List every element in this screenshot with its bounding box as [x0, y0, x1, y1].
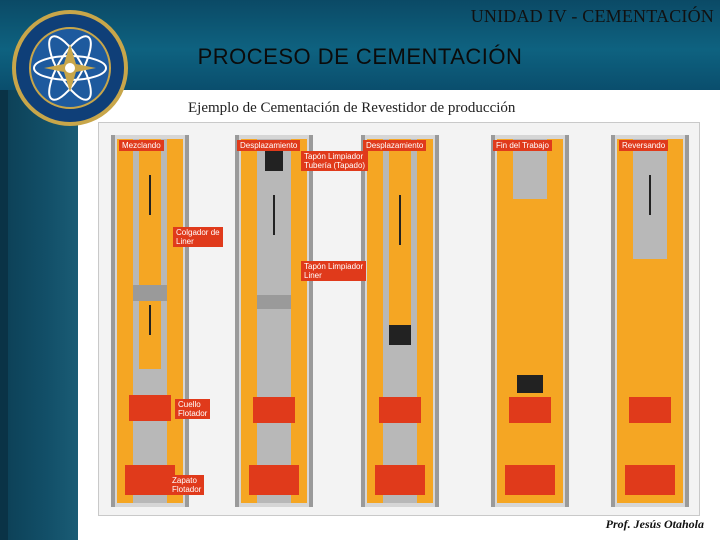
wellbore-diagram-2 — [241, 139, 307, 503]
page-title: PROCESO DE CEMENTACIÓN — [197, 44, 523, 69]
callout-zapato-flotador: Zapato Flotador — [169, 475, 205, 495]
wellbore-diagram-5 — [617, 139, 683, 503]
wellbore-diagram-4 — [497, 139, 563, 503]
cementing-process-figure: Mezclando Desplazamiento Desplazamiento — [98, 122, 700, 516]
stage-label-fin-del-trabajo: Fin del Trabajo — [493, 140, 552, 151]
figure-subtitle: Ejemplo de Cementación de Revestidor de … — [188, 100, 516, 116]
callout-tapon-limpiador-liner: Tapón Limpiador Liner — [301, 261, 367, 281]
stage-label-reversando: Reversando — [619, 140, 669, 151]
wellbore-diagram-3 — [367, 139, 433, 503]
stage-column-2: Desplazamiento — [235, 135, 313, 507]
callout-tapon-limpiador-tuberia: Tapón Limpiador Tubería (Tapado) — [301, 151, 369, 171]
stage-column-5: Reversando — [611, 135, 689, 507]
university-seal-logo — [12, 10, 128, 126]
stage-label-desplazamiento-1: Desplazamiento — [237, 140, 301, 151]
stage-column-4: Fin del Trabajo — [491, 135, 569, 507]
stage-label-desplazamiento-2: Desplazamiento — [363, 140, 427, 151]
stage-column-1: Mezclando — [111, 135, 189, 507]
callout-colgador-de-liner: Colgador de Liner — [173, 227, 223, 247]
unit-title: UNIDAD IV - CEMENTACIÓN — [470, 6, 714, 26]
stage-column-3: Desplazamiento — [361, 135, 439, 507]
callout-cuello-flotador: Cuello Flotador — [175, 399, 211, 419]
wellbore-diagram-1 — [117, 139, 183, 503]
author-credit: Prof. Jesús Otahola — [605, 517, 704, 531]
left-sidebar-band — [0, 90, 78, 540]
stage-label-mezclando: Mezclando — [119, 140, 164, 151]
